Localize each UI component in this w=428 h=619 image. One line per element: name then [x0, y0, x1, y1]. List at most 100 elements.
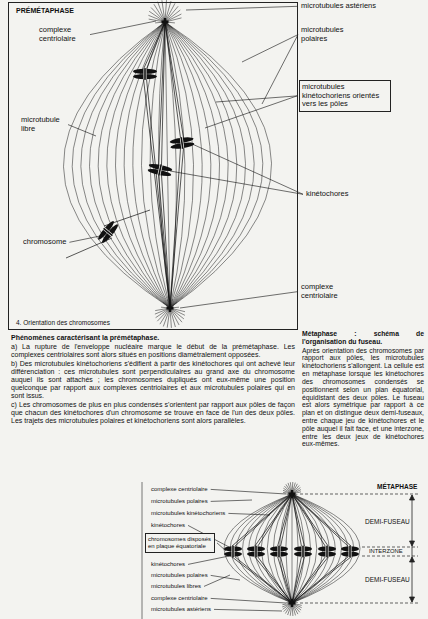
stroke	[165, 22, 211, 308]
part-label: microtubules polaires	[300, 26, 364, 43]
dimension-lines	[300, 494, 418, 603]
chromosome-shape	[169, 136, 194, 151]
stroke	[292, 494, 341, 603]
chromosome-shape	[294, 546, 312, 558]
stroke	[165, 22, 194, 308]
stroke	[165, 6, 178, 22]
box-text: chromosomes disposés en plaque équatoria…	[148, 536, 212, 550]
leader-line	[90, 21, 156, 35]
leader-line	[68, 125, 96, 136]
chromosome-shape	[341, 546, 359, 558]
stroke	[165, 22, 272, 308]
centriole-complex	[289, 599, 296, 607]
part-label: microtubules polaires	[150, 498, 209, 505]
figure-heading: MÉTAPHASE	[376, 483, 418, 490]
stroke	[103, 228, 113, 237]
dimension-label: INTERZONE	[368, 548, 404, 555]
part-label: microtubules polaires	[150, 572, 209, 579]
stroke	[165, 22, 220, 308]
stroke	[292, 494, 360, 603]
stroke	[258, 557, 293, 604]
figure-heading: PRÉMÉTAPHASE	[15, 7, 75, 15]
leader-line	[211, 489, 286, 494]
stroke	[170, 308, 179, 325]
stroke	[165, 22, 185, 308]
leader-line	[228, 513, 270, 515]
stroke	[157, 164, 162, 175]
stroke	[165, 22, 263, 308]
body-text: b) Des microtubules kinétochoriens s'édi…	[10, 360, 296, 400]
part-label: chromosome	[22, 238, 67, 247]
stroke	[144, 79, 171, 308]
stroke	[292, 494, 293, 603]
boxed-label: chromosomes disposés en plaque équatoria…	[145, 533, 215, 553]
stroke	[232, 546, 235, 557]
stroke	[281, 494, 293, 547]
chromosome-shape	[270, 546, 288, 558]
stroke	[165, 22, 246, 308]
stroke	[278, 557, 293, 604]
stroke	[255, 546, 257, 558]
centriole-complex	[162, 18, 169, 26]
stroke	[162, 22, 166, 165]
centriole-complex	[289, 490, 296, 498]
leader-line	[188, 556, 229, 564]
body-text: c) Les chromosomes de plus en plus conde…	[10, 401, 296, 425]
chromosome-shape	[133, 68, 157, 80]
stroke	[159, 175, 171, 308]
stroke	[158, 164, 162, 176]
stroke	[164, 18, 166, 26]
stroke	[278, 546, 281, 557]
stroke	[232, 557, 293, 604]
stroke	[235, 494, 293, 547]
stroke	[278, 494, 293, 547]
stroke	[157, 308, 170, 321]
part-label: kinétochores	[150, 561, 186, 568]
stroke	[326, 546, 328, 558]
stroke	[180, 137, 185, 148]
leader-line	[69, 236, 100, 242]
chromosome-shape	[224, 546, 242, 558]
part-label: microtubules astériens	[300, 2, 377, 11]
stroke	[292, 557, 352, 604]
aster-rays	[283, 482, 301, 499]
stroke	[258, 494, 293, 547]
aster-rays	[282, 597, 302, 616]
metaphase-spindle	[224, 494, 360, 603]
chromosome-shape	[318, 546, 336, 558]
stroke	[147, 79, 171, 308]
leader-line	[211, 500, 252, 501]
stroke	[165, 22, 237, 308]
dimension-label: DEMI-FUSEAU	[364, 576, 411, 583]
part-label: complexe centriolaire	[38, 26, 88, 43]
stroke	[165, 22, 228, 308]
stroke	[149, 11, 165, 22]
stroke	[292, 494, 348, 603]
prometaphase-spindle	[63, 22, 271, 308]
boxed-label: microtubules kinétochoriens orientés ver…	[299, 80, 391, 112]
stroke	[349, 546, 352, 557]
box-text: microtubules kinétochoriens orientés ver…	[302, 83, 388, 109]
text-heading: Métaphase : schéma de l'organisation du …	[301, 330, 425, 346]
part-label: microtubules kinétochoriens	[150, 510, 226, 517]
stroke	[326, 546, 329, 557]
body-text: Après orientation des chromosomes par ra…	[301, 347, 425, 449]
stroke	[165, 22, 254, 308]
part-label: kinétochores	[150, 522, 186, 529]
leader-line	[211, 598, 286, 603]
part-label: complexe centriolaire	[300, 283, 362, 300]
stroke	[261, 494, 292, 603]
stroke	[162, 175, 171, 308]
stroke	[292, 557, 305, 604]
stroke	[291, 599, 293, 607]
stroke	[104, 210, 150, 226]
stroke	[100, 223, 119, 245]
stroke	[292, 494, 352, 547]
stroke	[255, 546, 258, 557]
text-column: Métaphase : schéma de l'organisation du …	[301, 330, 425, 449]
stroke	[151, 8, 165, 23]
stroke	[103, 227, 113, 236]
stroke	[165, 3, 175, 22]
stroke	[292, 494, 335, 603]
leader-line	[205, 96, 297, 128]
